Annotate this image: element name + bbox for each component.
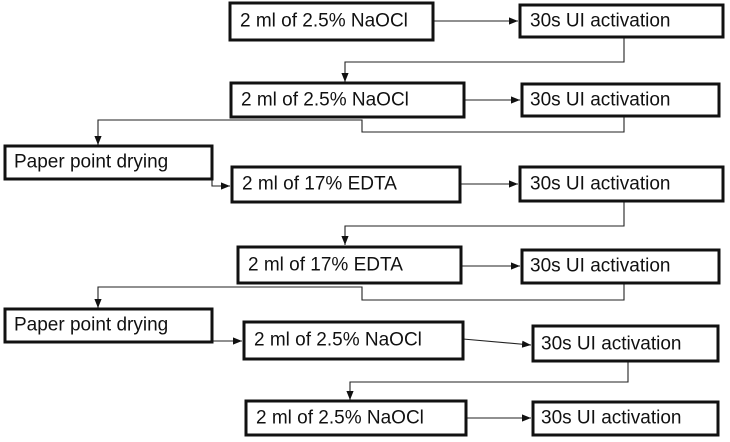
step-label: 2 ml of 17% EDTA bbox=[242, 174, 397, 195]
step-box-naocl-2: 2 ml of 2.5% NaOCl bbox=[229, 81, 466, 119]
arrow-d2-to-r5a bbox=[211, 326, 242, 345]
step-label: 30s UI activation bbox=[530, 174, 670, 195]
step-label: 30s UI activation bbox=[541, 334, 681, 355]
arrow-r5a-to-r5b bbox=[462, 338, 532, 348]
step-label: 30s UI activation bbox=[541, 408, 681, 429]
step-label: 2 ml of 17% EDTA bbox=[248, 255, 403, 276]
step-box-ui-activation-4: 30s UI activation bbox=[520, 248, 721, 285]
step-box-paper-point-drying-1: Paper point drying bbox=[3, 144, 214, 181]
arrow-d1-to-r3a bbox=[211, 163, 230, 190]
step-box-ui-activation-1: 30s UI activation bbox=[518, 3, 725, 39]
step-box-naocl-4: 2 ml of 2.5% NaOCl bbox=[244, 399, 468, 437]
arrow-r5b-to-r6a bbox=[346, 361, 629, 400]
step-box-ui-activation-2: 30s UI activation bbox=[520, 82, 721, 118]
step-box-ui-activation-5: 30s UI activation bbox=[531, 324, 720, 363]
step-label: 2 ml of 2.5% NaOCl bbox=[256, 408, 424, 429]
step-box-paper-point-drying-2: Paper point drying bbox=[3, 307, 214, 344]
step-box-edta-2: 2 ml of 17% EDTA bbox=[236, 245, 463, 285]
connectors bbox=[94, 17, 629, 422]
step-label: 2 ml of 2.5% NaOCl bbox=[254, 330, 422, 351]
step-label: 30s UI activation bbox=[530, 90, 670, 111]
arrow-r3b-to-r4a bbox=[341, 201, 625, 245]
arrow-r4b-to-d2 bbox=[94, 283, 625, 308]
step-label: Paper point drying bbox=[14, 315, 168, 336]
arrow-r1b-to-r2a bbox=[341, 37, 625, 82]
arrow-r2b-to-d1 bbox=[94, 116, 625, 145]
step-label: 2 ml of 2.5% NaOCl bbox=[241, 90, 409, 111]
step-box-edta-1: 2 ml of 17% EDTA bbox=[230, 165, 462, 204]
step-box-ui-activation-3: 30s UI activation bbox=[518, 165, 725, 203]
step-box-ui-activation-6: 30s UI activation bbox=[531, 400, 720, 437]
step-box-naocl-1: 2 ml of 2.5% NaOCl bbox=[228, 1, 435, 42]
step-label: 2 ml of 2.5% NaOCl bbox=[240, 11, 408, 32]
step-box-naocl-3: 2 ml of 2.5% NaOCl bbox=[242, 320, 465, 361]
step-label: Paper point drying bbox=[14, 152, 168, 173]
step-label: 30s UI activation bbox=[530, 256, 670, 277]
step-label: 30s UI activation bbox=[530, 11, 670, 32]
